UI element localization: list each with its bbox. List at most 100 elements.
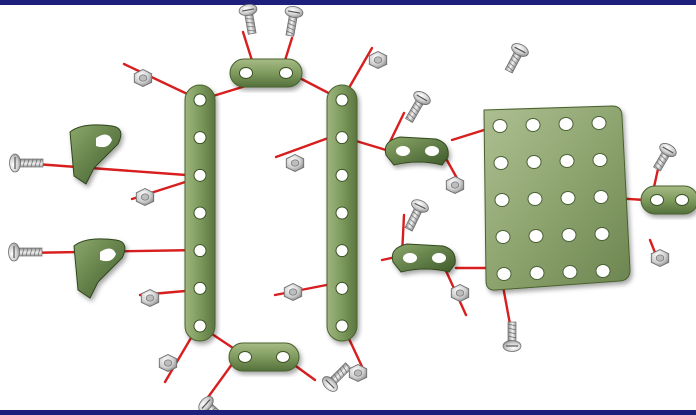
screw-thread <box>412 211 420 218</box>
screw-slot <box>414 202 426 210</box>
nut-hole <box>450 181 460 189</box>
hole <box>193 93 207 107</box>
double-bracket-lower <box>391 243 456 273</box>
nut-11 <box>348 363 368 382</box>
screw-thread <box>287 22 296 27</box>
angle-bracket-upper <box>69 124 122 185</box>
screw-8 <box>653 143 677 172</box>
screw-slot <box>201 399 211 409</box>
screw-thread <box>21 247 25 257</box>
hole <box>595 264 611 278</box>
screw-thread <box>247 30 256 32</box>
screw-thread <box>34 158 38 168</box>
screw-thread <box>414 102 421 109</box>
screw-thread <box>29 247 33 257</box>
screw-thread <box>410 214 418 221</box>
nut-hole <box>288 288 298 296</box>
screw-slot <box>514 46 526 54</box>
screw-thread <box>507 331 517 335</box>
nut-9 <box>283 282 303 301</box>
nut-hole <box>145 294 155 302</box>
hole <box>239 67 253 79</box>
screw-9 <box>502 321 522 352</box>
hole <box>193 168 207 182</box>
hole <box>526 155 542 169</box>
nut-3 <box>285 153 305 172</box>
double-bracket-upper <box>384 136 449 166</box>
nut-2 <box>368 50 388 69</box>
hole <box>558 117 574 131</box>
hole <box>591 116 607 130</box>
hole <box>527 192 543 206</box>
hole <box>559 154 575 168</box>
hole <box>432 253 446 263</box>
angle-bracket-lower <box>73 238 126 299</box>
hole <box>193 131 207 145</box>
hole <box>525 118 541 132</box>
hole <box>335 93 349 107</box>
screw-thread <box>333 373 339 382</box>
nut-hole <box>140 193 150 201</box>
screw-slot <box>325 379 335 389</box>
screw-5 <box>404 199 429 232</box>
top-frame-bar <box>0 0 696 5</box>
screw-thread <box>407 221 415 228</box>
hole <box>529 266 545 280</box>
flat-plate <box>483 105 631 291</box>
screw-thread <box>507 335 517 339</box>
hole <box>495 230 511 244</box>
hole <box>279 67 293 79</box>
screw-thread <box>660 154 667 161</box>
screw-thread <box>510 58 518 65</box>
screw-thread <box>336 371 342 379</box>
double-bracket-lower-body <box>391 243 456 273</box>
screw-thread <box>26 158 30 168</box>
screw-slot <box>241 8 255 12</box>
screw-slot <box>662 146 674 154</box>
hole <box>335 319 349 333</box>
top-short-strip-body <box>229 58 303 88</box>
top-short-strip <box>229 58 303 88</box>
assembly-line <box>20 161 202 178</box>
screw-thread <box>22 158 26 168</box>
hole <box>650 194 664 206</box>
hole <box>493 156 509 170</box>
screw-thread <box>508 61 516 69</box>
hole <box>276 351 290 363</box>
screw-thread <box>410 109 417 116</box>
nut-6 <box>445 175 465 194</box>
nut-hole <box>373 56 383 64</box>
hole <box>675 194 689 206</box>
screw-thread <box>405 225 413 232</box>
screw-thread <box>654 165 661 172</box>
screw-thread <box>658 158 665 165</box>
screw-3 <box>504 43 529 74</box>
screw-thread <box>656 161 663 168</box>
hole <box>592 153 608 167</box>
screw-thread <box>406 116 413 123</box>
screw-slot <box>416 94 428 102</box>
screw-thread <box>25 247 29 257</box>
screw-thread <box>38 158 42 168</box>
hole <box>193 206 207 220</box>
hole <box>403 253 417 263</box>
hole <box>193 281 207 295</box>
hole <box>593 190 609 204</box>
screw-thread <box>246 26 256 28</box>
screw-thread <box>246 22 255 24</box>
screw-6 <box>9 153 44 173</box>
nut-8 <box>650 248 670 267</box>
nut-10 <box>158 353 178 372</box>
screw-thread <box>33 247 37 257</box>
right-long-strip <box>326 84 358 342</box>
hole <box>560 191 576 205</box>
screw-10 <box>322 362 352 392</box>
screw-thread <box>409 218 416 225</box>
screw-thread <box>339 368 345 376</box>
hole <box>335 206 349 220</box>
hole <box>100 248 116 262</box>
screw-thread <box>288 18 297 23</box>
hole <box>528 229 544 243</box>
hole <box>396 146 410 156</box>
